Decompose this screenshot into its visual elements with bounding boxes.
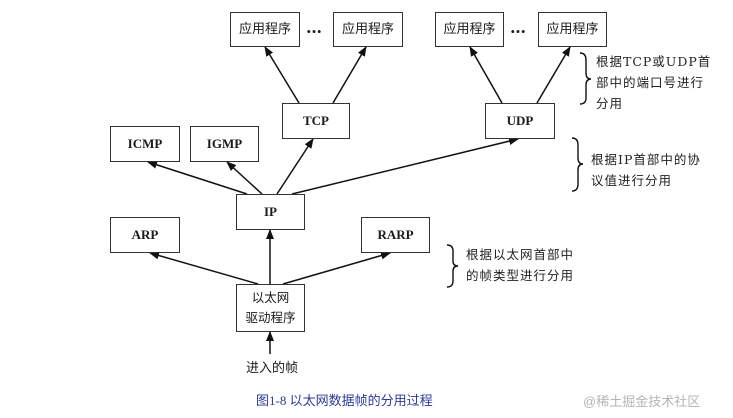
- note-ip-line: 根据IP首部中的协: [591, 152, 701, 167]
- incoming-frame-label: 进入的帧: [246, 361, 299, 376]
- arrow-udp-app4: [536, 46, 571, 104]
- udp-label: UDP: [506, 113, 534, 128]
- ellipsis-right: …: [510, 18, 527, 37]
- app-box-4-label: 应用程序: [546, 21, 599, 37]
- driver-label-line2: 驱动程序: [245, 310, 296, 325]
- brace-ethernet: [446, 244, 459, 288]
- udp-box: UDP: [485, 103, 555, 139]
- rarp-label: RARP: [377, 227, 414, 242]
- app-box-3: 应用程序: [435, 12, 504, 47]
- ellipsis-left: …: [306, 18, 323, 37]
- icmp-box: ICMP: [110, 126, 180, 162]
- rarp-box: RARP: [361, 217, 430, 253]
- ip-label: IP: [264, 204, 277, 219]
- app-box-3-label: 应用程序: [443, 21, 496, 37]
- arrow-ip-tcp: [276, 138, 314, 195]
- ethernet-driver-box: 以太网 驱动程序: [236, 284, 305, 332]
- note-ip: 根据IP首部中的协 议值进行分用: [591, 149, 701, 191]
- arrow-driver-rarp: [282, 251, 391, 285]
- tcp-box: TCP: [282, 103, 350, 139]
- brace-transport: [579, 52, 592, 105]
- app-box-1: 应用程序: [230, 12, 300, 47]
- arp-box: ARP: [110, 217, 180, 253]
- arrow-tcp-app2: [332, 46, 367, 104]
- note-transport-line: 根据TCP或UDP首: [596, 54, 712, 69]
- arp-label: ARP: [131, 227, 159, 242]
- arrow-ip-igmp: [226, 161, 263, 195]
- igmp-box: IGMP: [190, 126, 259, 162]
- arrow-ip-udp: [291, 137, 519, 195]
- app-box-4: 应用程序: [538, 12, 607, 47]
- note-ethernet-line: 的帧类型进行分用: [466, 268, 575, 283]
- note-transport: 根据TCP或UDP首 部中的端口号进行 分用: [596, 51, 711, 114]
- app-box-1-label: 应用程序: [238, 21, 291, 37]
- note-ip-line: 议值进行分用: [591, 173, 673, 188]
- note-ethernet-line: 根据以太网首部中: [466, 247, 575, 262]
- arrow-udp-app3: [469, 46, 503, 104]
- arrow-driver-arp: [149, 251, 259, 285]
- note-transport-line: 分用: [596, 96, 624, 111]
- arrow-tcp-app1: [264, 46, 300, 104]
- app-box-2: 应用程序: [333, 12, 403, 47]
- driver-label-line1: 以太网: [251, 290, 290, 305]
- figure-caption: 图1-8 以太网数据帧的分用过程: [256, 393, 433, 408]
- icmp-label: ICMP: [127, 136, 163, 151]
- ip-box: IP: [236, 194, 305, 230]
- app-box-2-label: 应用程序: [341, 21, 394, 37]
- igmp-label: IGMP: [206, 136, 243, 151]
- brace-ip: [571, 137, 584, 192]
- watermark: @稀土掘金技术社区: [583, 394, 701, 409]
- tcp-label: TCP: [303, 113, 329, 128]
- note-ethernet: 根据以太网首部中 的帧类型进行分用: [466, 244, 574, 286]
- arrow-ip-icmp: [147, 160, 248, 195]
- note-transport-line: 部中的端口号进行: [596, 75, 705, 90]
